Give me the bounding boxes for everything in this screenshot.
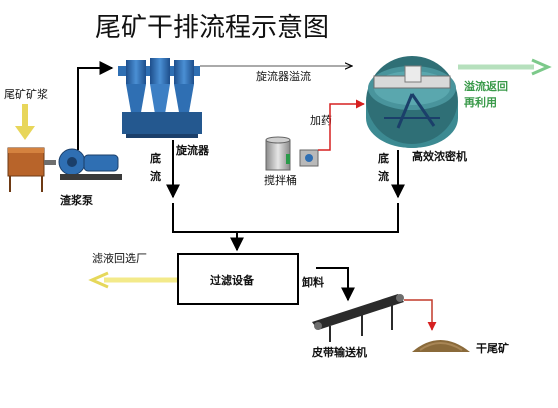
- overflow-reuse-label-2: 再利用: [464, 95, 497, 109]
- dry-tailings-pile-icon: [412, 340, 470, 352]
- filter-equipment-label: 过滤设备: [210, 273, 255, 287]
- filter-equipment-box: [177, 253, 299, 305]
- underflow-left-label-2: 流: [150, 169, 161, 183]
- feed-arrow-icon: [15, 104, 35, 140]
- discharge-line: [316, 267, 355, 302]
- filtrate-return-label: 滤液回选厂: [92, 251, 147, 265]
- underflow-right-label-1: 底: [378, 151, 389, 165]
- cyclone-overflow-label: 旋流器溢流: [256, 69, 311, 83]
- belt-conveyor-icon: [312, 294, 404, 342]
- dosing-label: 加药: [310, 114, 332, 127]
- overflow-reuse-label-1: 溢流返回: [464, 79, 508, 93]
- slurry-pump-label: 渣浆泵: [60, 193, 93, 207]
- mixing-tank-icon: [265, 136, 291, 171]
- thickener-icon: [366, 56, 458, 148]
- hydrocyclone-label: 旋流器: [175, 143, 210, 157]
- belt-conveyor-label: 皮带输送机: [311, 345, 367, 359]
- diagram-title: 尾矿干排流程示意图: [95, 13, 329, 43]
- slurry-hopper-icon: [7, 147, 45, 192]
- pump-to-cyclone-line: [77, 61, 114, 150]
- dosing-line: [318, 99, 365, 151]
- underflow-left-label-1: 底: [150, 151, 161, 165]
- tailings-slurry-label: 尾矿矿浆: [4, 87, 48, 101]
- mixing-tank-label: 搅拌桶: [264, 173, 297, 187]
- dry-tailings-label: 干尾矿: [476, 341, 509, 355]
- overflow-return-arrow-icon: [458, 58, 552, 76]
- discharge-label: 卸料: [302, 275, 324, 289]
- slurry-pump-icon: [44, 148, 122, 180]
- conveyor-to-tailings-line: [404, 299, 437, 331]
- dosing-pump-icon: [299, 149, 319, 167]
- underflow-right-label-2: 流: [378, 169, 389, 183]
- filtrate-return-arrow-icon: [88, 271, 178, 289]
- thickener-label: 高效浓密机: [412, 149, 467, 163]
- hydrocyclone-icon: [118, 58, 202, 138]
- combined-underflow-line: [172, 203, 399, 233]
